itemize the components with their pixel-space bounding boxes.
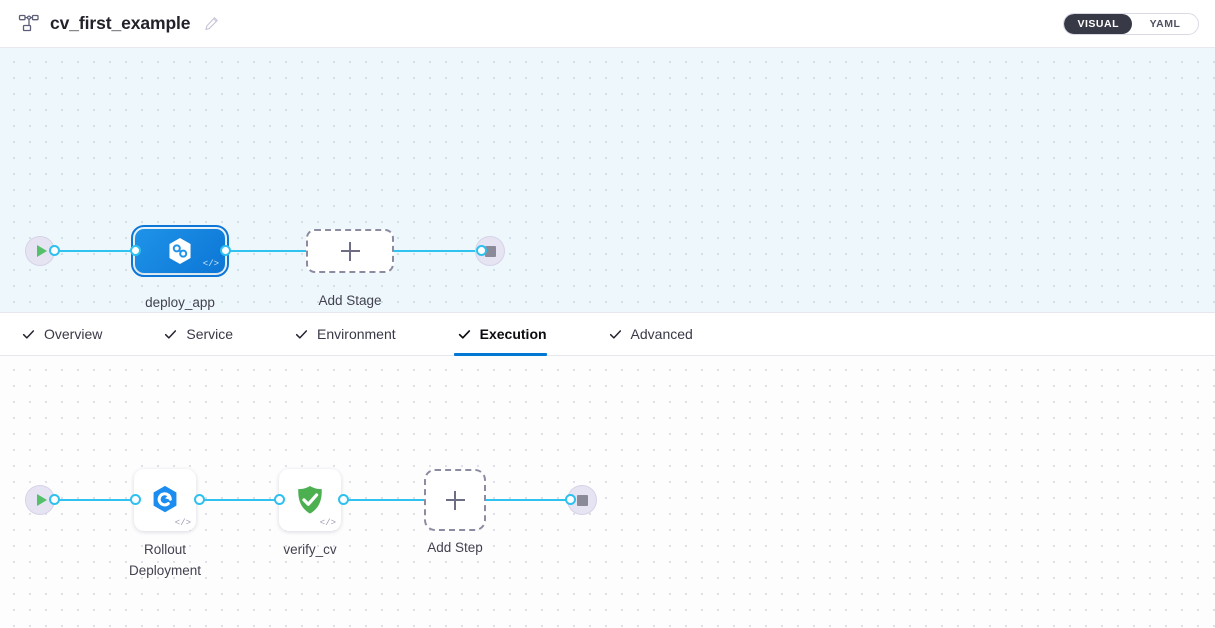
tab-label-environment: Environment (317, 326, 396, 342)
stage-graph: </> deploy_app Add Stage (0, 48, 1215, 312)
stage-edge-start-to-deploy (54, 250, 140, 252)
add-stage-label: Add Stage (318, 293, 382, 308)
header-right-group: VISUAL YAML (1063, 12, 1199, 35)
tab-service[interactable]: Service (160, 313, 255, 355)
edit-pencil-icon[interactable] (204, 16, 219, 31)
step-node-verify-cv[interactable]: </> (279, 469, 341, 531)
stage-port-start-out[interactable] (49, 245, 60, 256)
header-left-group: cv_first_example (18, 13, 219, 35)
add-step-label: Add Step (427, 540, 483, 555)
page-title: cv_first_example (50, 13, 191, 33)
add-step-button[interactable] (424, 469, 486, 531)
check-icon (295, 328, 308, 341)
plus-icon (340, 241, 360, 261)
stop-icon (576, 494, 588, 506)
kubernetes-hexagon-icon (164, 235, 196, 267)
step-edge-start-to-rollout (54, 499, 140, 501)
step-graph-canvas[interactable]: </> Rollout Deployment </> verify_cv (0, 356, 1215, 628)
step-code-badge-verify[interactable]: </> (319, 518, 336, 528)
step-graph: </> Rollout Deployment </> verify_cv (0, 356, 1215, 628)
stage-edge-deploy-to-add (222, 250, 308, 252)
step-port-rollout-in[interactable] (130, 494, 141, 505)
step-edge-add-to-end (486, 499, 570, 501)
add-stage-button[interactable] (306, 229, 394, 273)
rollout-hexagon-icon (148, 483, 182, 517)
step-port-start-out[interactable] (49, 494, 60, 505)
play-icon (36, 245, 47, 257)
step-end-node[interactable] (567, 485, 597, 515)
view-mode-visual[interactable]: VISUAL (1064, 13, 1132, 34)
step-port-verify-out[interactable] (338, 494, 349, 505)
view-mode-yaml[interactable]: YAML (1149, 17, 1181, 30)
tab-label-overview: Overview (44, 326, 103, 342)
stage-port-deploy-out[interactable] (220, 245, 231, 256)
check-icon (458, 328, 471, 341)
check-icon (609, 328, 622, 341)
stage-port-end-in[interactable] (476, 245, 487, 256)
step-port-verify-in[interactable] (274, 494, 285, 505)
pipeline-graph-icon (18, 13, 40, 35)
stage-node-deploy-app[interactable]: </> (131, 225, 229, 277)
view-mode-toggle[interactable]: VISUAL YAML (1063, 12, 1199, 35)
stop-icon (484, 245, 496, 257)
step-node-rollout-deployment[interactable]: </> (134, 469, 196, 531)
stage-code-badge[interactable]: </> (202, 259, 219, 269)
step-code-badge-rollout[interactable]: </> (174, 518, 191, 528)
step-node-label-rollout-deployment: Rollout Deployment (128, 542, 202, 578)
tab-label-advanced: Advanced (630, 326, 693, 342)
tab-environment[interactable]: Environment (291, 313, 418, 355)
tab-label-execution: Execution (479, 326, 547, 342)
step-edge-rollout-to-verify (198, 499, 286, 501)
step-edge-verify-to-add (342, 499, 426, 501)
step-port-rollout-out[interactable] (194, 494, 205, 505)
stage-config-tabs: Overview Service Environment (0, 312, 1215, 356)
verify-shield-check-icon (293, 483, 327, 517)
tab-label-service: Service (186, 326, 234, 342)
tab-advanced[interactable]: Advanced (605, 313, 715, 355)
play-icon (36, 494, 47, 506)
step-node-label-verify-cv: verify_cv (283, 542, 337, 557)
stage-port-deploy-in[interactable] (130, 245, 141, 256)
check-icon (22, 328, 35, 341)
stage-edge-add-to-end (392, 250, 482, 252)
stage-graph-canvas[interactable]: </> deploy_app Add Stage (0, 48, 1215, 312)
step-port-end-in[interactable] (565, 494, 576, 505)
stage-node-label-deploy-app: deploy_app (145, 295, 215, 310)
tab-overview[interactable]: Overview (18, 313, 124, 355)
app-header: cv_first_example VISUAL YAML (0, 0, 1215, 48)
check-icon (164, 328, 177, 341)
tab-execution[interactable]: Execution (453, 313, 569, 356)
plus-icon (445, 490, 465, 510)
